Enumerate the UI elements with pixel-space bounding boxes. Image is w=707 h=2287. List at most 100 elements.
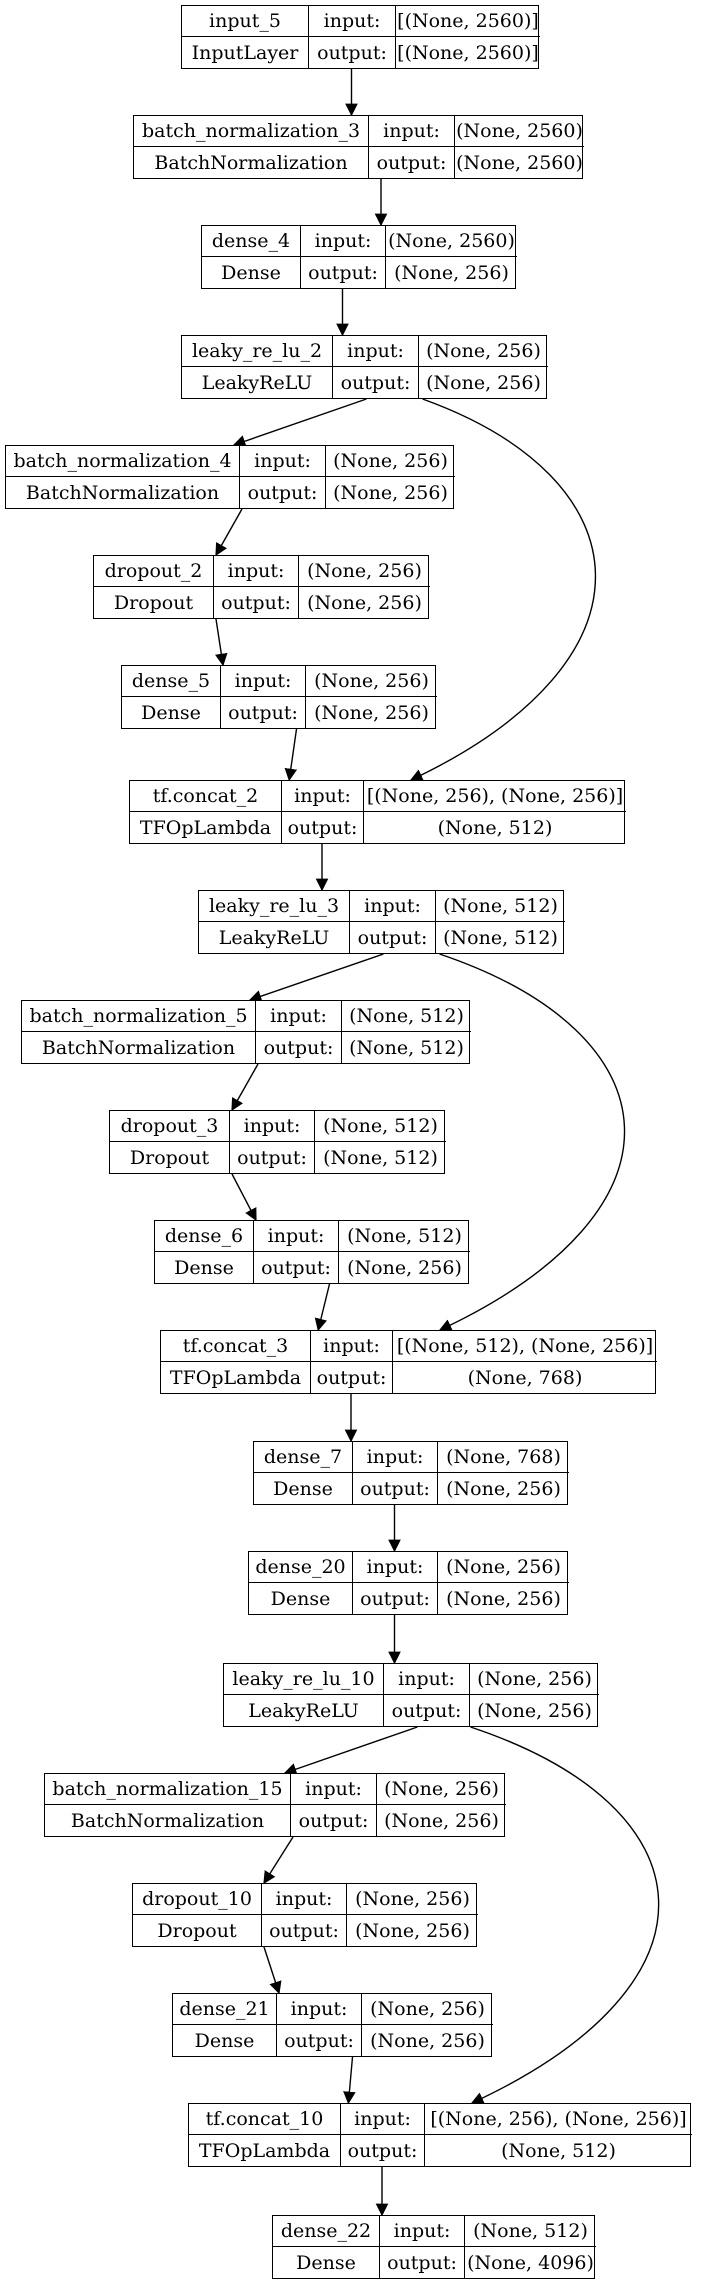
output-label: output:	[369, 147, 455, 178]
layer-name: leaky_re_lu_2	[182, 336, 333, 367]
input-label: input:	[309, 6, 396, 37]
output-label: output:	[384, 1695, 470, 1726]
input-label: input:	[341, 2104, 425, 2135]
output-shape: (None, 256)	[333, 481, 448, 504]
output-label: output:	[311, 1362, 393, 1393]
input-shape: [(None, 2560)]	[396, 6, 540, 37]
layer-type: Dropout	[110, 1142, 230, 1173]
input-shape: (None, 256)	[419, 336, 548, 367]
output-label: output:	[301, 257, 386, 288]
layer-name: dense_4	[202, 226, 301, 257]
layer-name: input_5	[182, 6, 309, 37]
output-label: output:	[256, 1032, 342, 1063]
input-label: input:	[282, 781, 364, 812]
input-label: input:	[369, 116, 455, 147]
output-label: output:	[291, 1805, 377, 1836]
edge-arrow	[248, 953, 384, 1003]
input-label: input:	[291, 1774, 377, 1805]
layer-name: tf.concat_3	[161, 1331, 311, 1362]
layer-name: dense_7	[254, 1442, 353, 1473]
output-shape: [(None, 2560)]	[397, 41, 539, 64]
output-label: output:	[254, 1252, 339, 1283]
output-label: output:	[309, 37, 396, 68]
output-shape: (None, 256)	[370, 2029, 485, 2052]
output-shape: (None, 512)	[501, 2139, 616, 2162]
edge-arrow	[263, 1836, 294, 1885]
output-shape: (None, 256)	[446, 1477, 561, 1500]
input-shape: (None, 256)	[438, 1552, 569, 1583]
output-label: output:	[350, 922, 436, 953]
output-shape: (None, 256)	[384, 1809, 499, 1832]
input-shape: (None, 512)	[342, 1001, 471, 1032]
layer-type: LeakyReLU	[182, 367, 333, 398]
output-label: output:	[262, 1915, 347, 1946]
layer-name: leaky_re_lu_3	[199, 891, 350, 922]
layer-type: BatchNormalization	[134, 147, 369, 178]
layer-type: LeakyReLU	[224, 1695, 384, 1726]
input-label: input:	[214, 556, 299, 587]
layer-type: Dense	[249, 1583, 353, 1614]
edge-arrow	[409, 398, 597, 781]
input-shape: (None, 256)	[306, 666, 437, 697]
edge-arrow	[231, 1173, 257, 1222]
input-label: input:	[353, 1442, 438, 1473]
output-label: output:	[282, 812, 364, 843]
layer-name: batch_normalization_3	[134, 116, 369, 147]
output-shape: (None, 2560)	[456, 151, 583, 174]
input-shape: (None, 256)	[377, 1774, 506, 1805]
input-label: input:	[254, 1221, 339, 1252]
input-label: input:	[301, 226, 386, 257]
output-shape: (None, 512)	[349, 1036, 464, 1059]
output-shape: (None, 4096)	[467, 2251, 594, 2274]
output-label: output:	[221, 697, 306, 728]
input-label: input:	[353, 1552, 438, 1583]
output-shape: (None, 512)	[323, 1146, 438, 1169]
input-shape: (None, 768)	[438, 1442, 569, 1473]
edge-arrow	[215, 508, 243, 557]
output-label: output:	[214, 587, 299, 618]
output-label: output:	[240, 477, 326, 508]
output-shape: (None, 256)	[355, 1919, 470, 1942]
layer-name: tf.concat_10	[189, 2104, 341, 2135]
layer-type: LeakyReLU	[199, 922, 350, 953]
input-shape: (None, 512)	[436, 891, 565, 922]
input-shape: (None, 2560)	[386, 226, 517, 257]
edge-arrow	[263, 1946, 282, 1995]
layer-type: BatchNormalization	[45, 1805, 291, 1836]
output-label: output:	[230, 1142, 315, 1173]
layer-name: dense_5	[122, 666, 221, 697]
edge-arrow	[215, 618, 228, 667]
input-label: input:	[380, 2216, 465, 2247]
layer-type: BatchNormalization	[6, 477, 240, 508]
output-shape: (None, 256)	[347, 1256, 462, 1279]
layer-type: Dropout	[94, 587, 214, 618]
input-shape: [(None, 256), (None, 256)]	[364, 781, 626, 812]
layer-type: TFOpLambda	[130, 812, 282, 843]
layer-type: Dense	[155, 1252, 254, 1283]
input-shape: (None, 256)	[326, 446, 455, 477]
output-label: output:	[353, 1583, 438, 1614]
edge-arrow	[283, 1726, 418, 1776]
input-label: input:	[384, 1664, 470, 1695]
output-shape: (None, 256)	[426, 371, 541, 394]
layer-name: dropout_10	[133, 1884, 262, 1915]
output-shape: (None, 256)	[394, 261, 509, 284]
input-label: input:	[240, 446, 326, 477]
layer-type: Dense	[273, 2247, 380, 2278]
output-shape: (None, 512)	[437, 816, 553, 839]
layer-type: Dense	[254, 1473, 353, 1504]
input-shape: (None, 512)	[315, 1111, 446, 1142]
input-label: input:	[333, 336, 419, 367]
